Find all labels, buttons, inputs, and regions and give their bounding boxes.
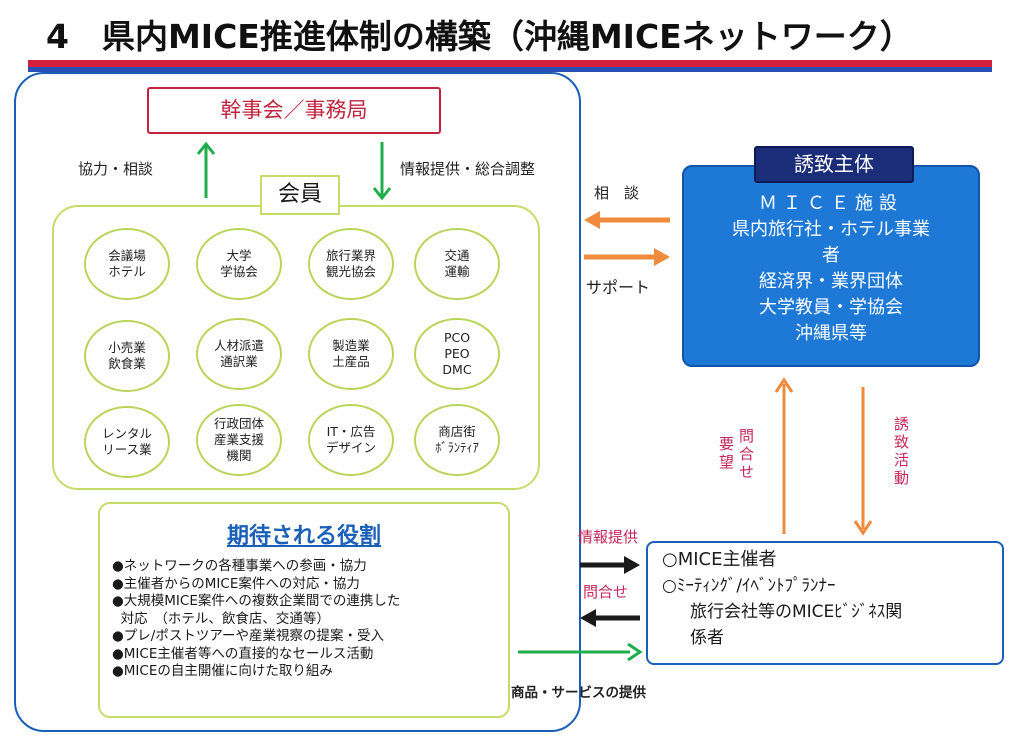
member-circle: 旅行業界観光協会 (308, 228, 394, 300)
orange-right-arrow (584, 248, 670, 266)
orange-up-arrow (774, 377, 794, 534)
role-item: ●MICEの自主開催に向けた取り組み (112, 663, 333, 679)
member-line: 小売業 (108, 340, 146, 355)
green-down-arrow (372, 142, 392, 201)
invitation-activity-label: 誘致活動 (892, 416, 910, 488)
okinawa-mice-network-box (14, 72, 581, 732)
title-rule-blue (28, 67, 992, 72)
member-line: IT・広告 (326, 424, 376, 439)
member-line: 行政団体 (213, 416, 264, 431)
orange-left-arrow (584, 211, 670, 229)
member-circle: レンタルリース業 (84, 406, 170, 478)
member-line: 機関 (226, 448, 252, 463)
member-circle: 製造業土産品 (308, 318, 394, 390)
title-rule-red (28, 60, 992, 67)
member-line: 交通 (444, 248, 470, 263)
member-line: 産業支援 (213, 432, 264, 447)
role-item: ●プレ/ポストツアーや産業視察の提案・受入 (112, 628, 385, 644)
member-line: レンタル (101, 426, 152, 441)
cooperation-consult-label: 協力・相談 (78, 160, 154, 178)
member-circle: 人材派遣通訳業 (196, 318, 282, 390)
organizer-line: ○ﾐｰﾃｨﾝｸﾞ/ｲﾍﾞﾝﾄﾌﾟﾗﾝﾅｰ (662, 576, 836, 596)
member-circle: 会議場ホテル (84, 228, 170, 300)
member-circle: 商店街ﾎﾞﾗﾝﾃｨｱ (414, 404, 500, 476)
member-line: PEO (444, 346, 470, 361)
member-line: 観光協会 (325, 264, 376, 279)
info-coordination-label: 情報提供・総合調整 (400, 160, 536, 178)
roles-list: ●ネットワークの各種事業への参画・協力 ●主催者からのMICE案件への対応・協力… (112, 558, 400, 681)
member-line: ﾎﾞﾗﾝﾃｨｱ (435, 440, 479, 455)
member-line: リース業 (102, 442, 152, 457)
member-line: 飲食業 (108, 356, 146, 371)
member-circle: 交通運輸 (414, 228, 500, 300)
member-circle: 小売業飲食業 (84, 320, 170, 392)
invitation-entity-tag: 誘致主体 (754, 146, 914, 183)
member-line: PCO (443, 330, 471, 345)
invite-line: 県内旅行社・ホテル事業 (732, 219, 930, 240)
request-label: 要望 (717, 436, 735, 472)
orange-down-arrow (853, 387, 873, 536)
role-item: 対応 （ホテル、飲食店、交通等） (112, 610, 330, 627)
member-line: 商店街 (438, 424, 476, 439)
organizer-line: ○MICE主催者 (662, 549, 777, 570)
black-left-arrow (580, 609, 640, 627)
consult-label: 相 談 (594, 184, 640, 202)
member-line: 学協会 (220, 264, 258, 279)
member-line: ホテル (108, 264, 146, 279)
expected-roles-box: 期待される役割 ●ネットワークの各種事業への参画・協力 ●主催者からのMICE案… (98, 502, 510, 718)
inquiry-label: 問合せ (737, 428, 755, 482)
organizer-line: 旅行会社等のMICEﾋﾞｼﾞﾈｽ関 (690, 602, 903, 622)
member-line: DMC (442, 362, 472, 377)
member-circle: 大学学協会 (196, 228, 282, 300)
info-provision-label: 情報提供 (578, 528, 639, 546)
role-item: ●大規模MICE案件への複数企業間での連携した (112, 593, 401, 609)
secretariat-box: 幹事会／事務局 (147, 87, 441, 134)
member-line: 人材派遣 (213, 338, 264, 353)
green-up-arrow (196, 141, 216, 198)
roles-title: 期待される役割 (226, 524, 381, 549)
invite-line: 大学教員・学協会 (759, 297, 903, 318)
green-right-arrow (518, 642, 643, 662)
member-line: 会議場 (108, 248, 146, 263)
organizer-line: 係者 (690, 628, 724, 648)
members-tag: 会員 (260, 175, 340, 215)
invite-line: 経済界・業界団体 (759, 271, 903, 292)
member-line: 大学 (226, 248, 252, 263)
invitation-entity-box: ＭＩＣＥ施設 県内旅行社・ホテル事業 者 経済界・業界団体 大学教員・学協会 沖… (682, 165, 980, 367)
goods-services-label: 商品・サービスの提供 (511, 685, 646, 701)
invite-line: 者 (822, 245, 840, 266)
member-line: 運輸 (444, 264, 470, 279)
member-line: 土産品 (332, 354, 370, 369)
invite-line: 沖縄県等 (795, 323, 867, 344)
inquiry-side-label: 問合せ (583, 583, 629, 601)
member-circle: IT・広告デザイン (308, 404, 394, 476)
member-line: 通訳業 (220, 354, 258, 369)
support-label: サポート (586, 278, 651, 297)
black-right-arrow (580, 556, 640, 574)
role-item: ●ネットワークの各種事業への参画・協力 (112, 558, 367, 574)
role-item: ●主催者からのMICE案件への対応・協力 (112, 575, 360, 592)
mice-organizer-box: ○MICE主催者 ○ﾐｰﾃｨﾝｸﾞ/ｲﾍﾞﾝﾄﾌﾟﾗﾝﾅｰ 旅行会社等のMICE… (646, 541, 1004, 665)
invite-line: ＭＩＣＥ施設 (759, 193, 903, 214)
role-item: ●MICE主催者等への直接的なセールス活動 (112, 645, 374, 662)
member-line: 製造業 (332, 338, 370, 353)
member-circle: 行政団体産業支援機関 (196, 404, 282, 476)
member-line: 旅行業界 (325, 248, 376, 263)
page-title: 4 県内MICE推進体制の構築（沖縄MICEネットワーク） (46, 17, 913, 56)
member-line: デザイン (325, 440, 376, 455)
